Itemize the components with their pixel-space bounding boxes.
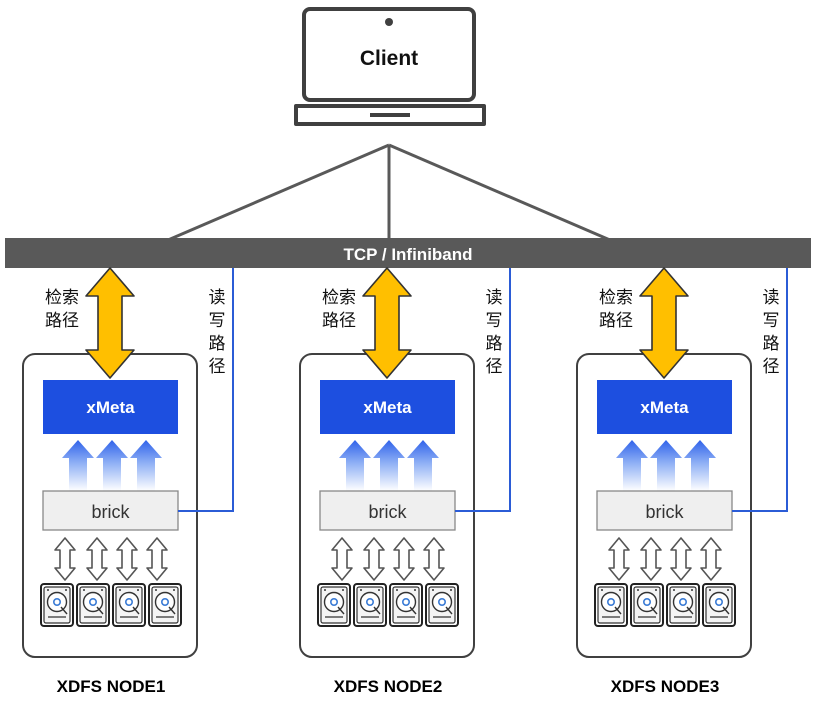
metadata-flow-arrow	[339, 440, 371, 491]
node-name: XDFS NODE2	[334, 677, 443, 696]
client-label: Client	[360, 47, 418, 70]
rw-path-char: 读	[209, 288, 226, 308]
xmeta-box	[43, 380, 178, 434]
search-path-label: 检索路径	[599, 288, 633, 331]
rw-path-label: 读写路径	[486, 288, 503, 377]
search-path-label: 检索路径	[322, 288, 356, 331]
rw-path-char: 写	[486, 311, 503, 331]
rw-path-char: 径	[209, 357, 226, 377]
metadata-flow-arrow	[684, 440, 716, 491]
search-path-arrow	[639, 267, 689, 379]
node-name: XDFS NODE1	[57, 677, 166, 696]
rw-path-char: 写	[209, 311, 226, 331]
metadata-flow-arrow	[62, 440, 94, 491]
rw-path-char: 读	[486, 288, 503, 308]
search-path-label: 检索路径	[45, 288, 79, 331]
hard-disk-icon	[148, 583, 182, 627]
brick-box	[42, 490, 179, 531]
hard-disk-icon	[425, 583, 459, 627]
node-name: XDFS NODE3	[611, 677, 720, 696]
xmeta-label: xMeta	[86, 398, 135, 417]
search-path-line: 检索	[45, 288, 79, 308]
xmeta-box	[597, 380, 732, 434]
bidirectional-io-arrow	[393, 537, 415, 581]
rw-path-char: 径	[486, 357, 503, 377]
client-link-node3	[388, 143, 611, 242]
bidirectional-io-arrow	[700, 537, 722, 581]
bidirectional-io-arrow	[331, 537, 353, 581]
bidirectional-io-arrow	[640, 537, 662, 581]
hard-disk-icon	[702, 583, 736, 627]
brick-label: brick	[368, 502, 407, 522]
rw-path-line	[732, 268, 788, 512]
rw-path-char: 路	[486, 334, 503, 354]
hard-disk-icon	[389, 583, 423, 627]
metadata-flow-arrow	[650, 440, 682, 491]
metadata-flow-arrow	[130, 440, 162, 491]
search-path-line: 检索	[599, 288, 633, 308]
xmeta-label: xMeta	[363, 398, 412, 417]
rw-path-char: 路	[209, 334, 226, 354]
client-connections	[167, 143, 611, 242]
hard-disk-icon	[112, 583, 146, 627]
metadata-flow-arrow	[616, 440, 648, 491]
hard-disk-icon	[666, 583, 700, 627]
search-path-line: 路径	[45, 311, 79, 331]
search-path-line: 路径	[322, 311, 356, 331]
hard-disk-icon	[317, 583, 351, 627]
brick-label: brick	[645, 502, 684, 522]
search-path-arrow	[362, 267, 412, 379]
client-laptop-icon	[294, 7, 486, 126]
brick-label: brick	[91, 502, 130, 522]
network-bus	[5, 238, 811, 268]
rw-path-char: 路	[763, 334, 780, 354]
rw-path-line	[178, 268, 234, 512]
hard-disk-icon	[353, 583, 387, 627]
hard-disk-icon	[76, 583, 110, 627]
metadata-flow-arrow	[96, 440, 128, 491]
metadata-flow-arrow	[373, 440, 405, 491]
rw-path-char: 径	[763, 357, 780, 377]
rw-path-char: 写	[763, 311, 780, 331]
bidirectional-io-arrow	[363, 537, 385, 581]
bidirectional-io-arrow	[116, 537, 138, 581]
client-link-node1	[167, 143, 390, 242]
hard-disk-icon	[594, 583, 628, 627]
xmeta-label: xMeta	[640, 398, 689, 417]
rw-path-line	[455, 268, 511, 512]
brick-box	[596, 490, 733, 531]
bidirectional-io-arrow	[670, 537, 692, 581]
search-path-arrow	[85, 267, 135, 379]
bidirectional-io-arrow	[146, 537, 168, 581]
metadata-flow-arrow	[407, 440, 439, 491]
search-path-line: 路径	[599, 311, 633, 331]
rw-path-char: 读	[763, 288, 780, 308]
rw-path-label: 读写路径	[763, 288, 780, 377]
network-label: TCP / Infiniband	[343, 245, 472, 264]
xmeta-box	[320, 380, 455, 434]
hard-disk-icon	[40, 583, 74, 627]
hard-disk-icon	[630, 583, 664, 627]
bidirectional-io-arrow	[423, 537, 445, 581]
brick-box	[319, 490, 456, 531]
search-path-line: 检索	[322, 288, 356, 308]
rw-path-label: 读写路径	[209, 288, 226, 377]
bidirectional-io-arrow	[86, 537, 108, 581]
bidirectional-io-arrow	[608, 537, 630, 581]
bidirectional-io-arrow	[54, 537, 76, 581]
